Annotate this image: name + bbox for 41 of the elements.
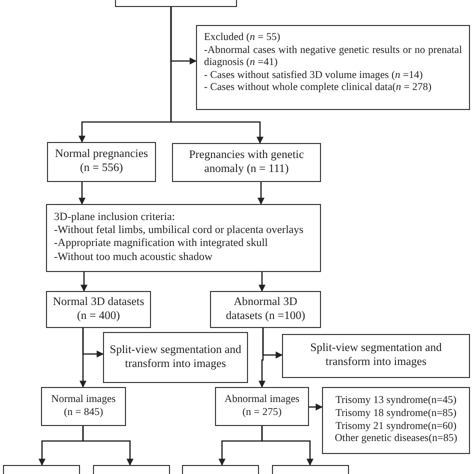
process-box (46, 204, 321, 272)
box-text: Trisomy 18 syndrome(n=85) (335, 408, 457, 420)
arrow (261, 426, 314, 466)
arrow (258, 182, 264, 205)
process-box (47, 142, 156, 182)
arrow (258, 328, 266, 388)
box-text: Normal pregnancies (n = 556) (54, 148, 149, 176)
process-box (103, 332, 248, 383)
box-text: -Appropriate magnification with integrated skull (54, 237, 269, 251)
arrow (258, 272, 266, 292)
arrow (78, 182, 86, 205)
process-box (282, 334, 470, 378)
process-box (196, 25, 470, 110)
box-text: Normal 3D datasets (n = 400) (52, 296, 146, 324)
arrow (80, 328, 86, 388)
arrow (170, 7, 264, 144)
process-box (46, 291, 151, 328)
box-text: Abnormal 3D datasets (n =100) (224, 296, 306, 324)
box-heading: 3D-plane inclusion criteria: (54, 211, 176, 224)
arrow (309, 404, 323, 410)
box-text: - Cases without satisfied 3D volume images (n =14) (204, 70, 424, 82)
box-text: -Without too much acoustic shadow (54, 250, 214, 264)
process-box (322, 387, 470, 454)
box-text: -Abnormal cases with negative genetic results or no prenatal diagnosis (n =41) (204, 44, 462, 70)
process-box (215, 387, 309, 426)
box-text: Pregnancies with genetic anomaly (n = 111) (188, 148, 305, 176)
box-text: Split-view segmentation and transform into images (108, 344, 242, 372)
process-box (172, 143, 321, 182)
box-heading: Excluded (n = 55) (204, 32, 282, 45)
process-box (41, 387, 126, 426)
box-text: Split-view segmentation and transform into images (309, 342, 443, 370)
box-text: Trisomy 13 syndrome(n=45) (335, 395, 457, 408)
process-box (210, 291, 321, 328)
box-text: Normal images (n = 845) (50, 394, 117, 420)
box-text: -Without fetal limbs, umbilical cord or placenta overlays (54, 224, 304, 238)
box-text: Abnormal images (n = 275) (224, 394, 300, 420)
arrow (82, 426, 134, 466)
box-text: Trisomy 21 syndrome(n=60) (335, 420, 457, 434)
arrow (80, 272, 88, 292)
box-text: Other genetic diseases(n=85) (334, 433, 458, 446)
box-text: - Cases without whole complete clinical data(n = 278) (204, 82, 433, 95)
